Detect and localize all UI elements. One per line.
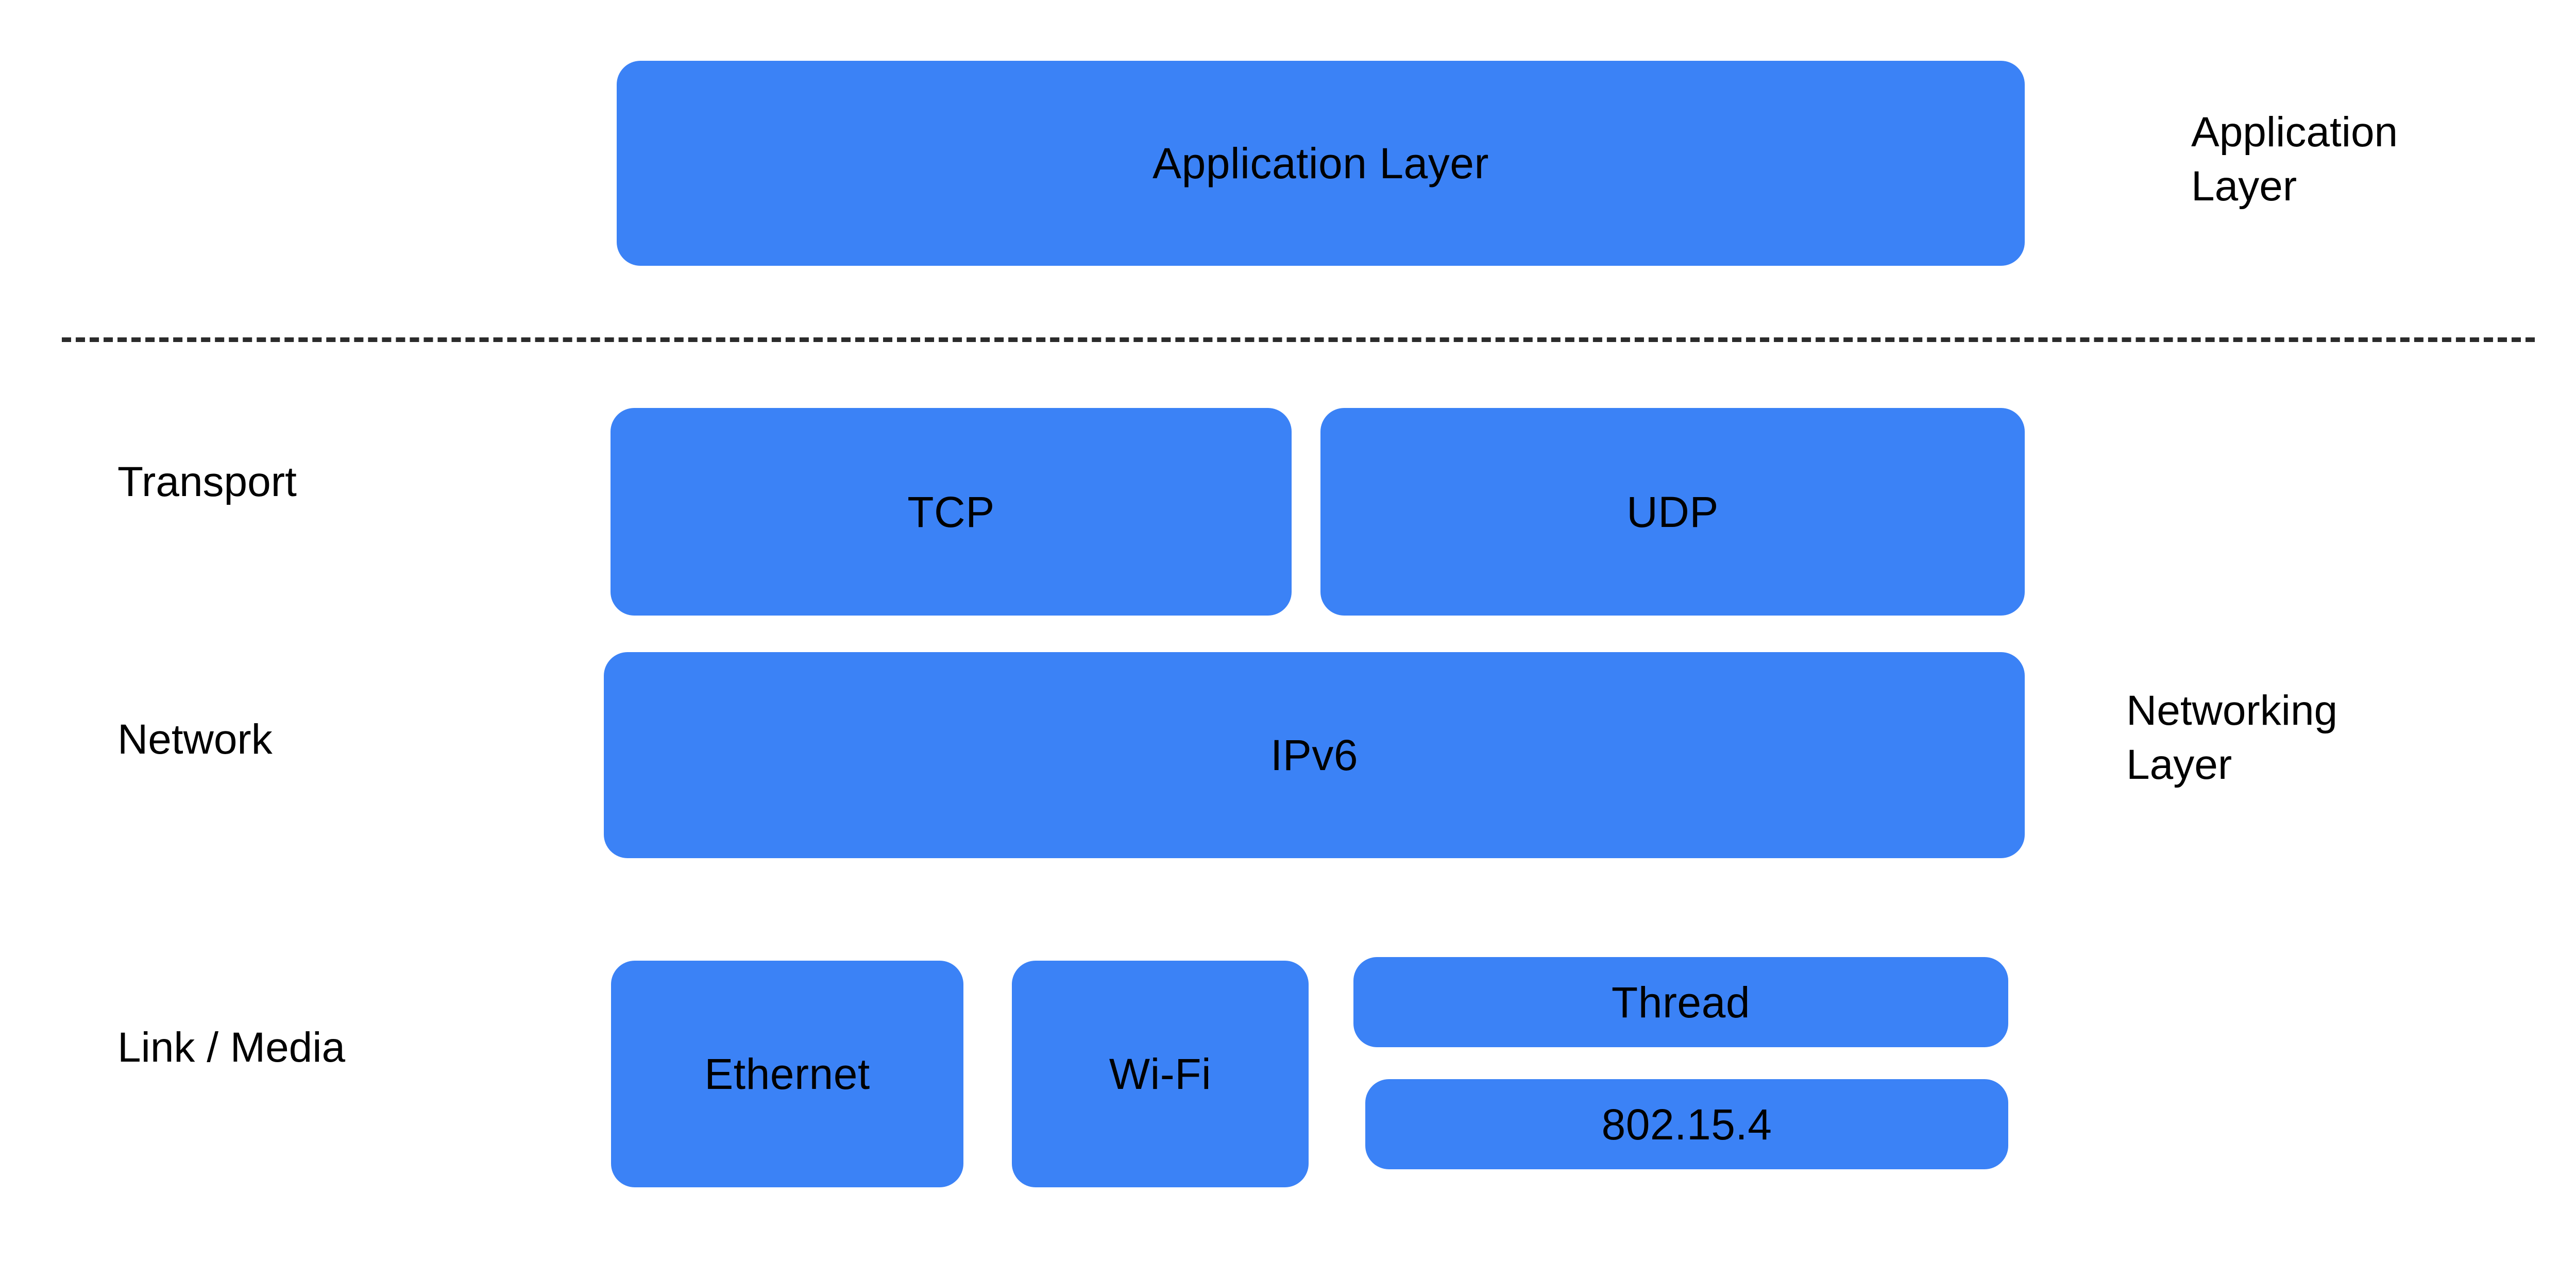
group-label-application-line2: Layer [2191, 162, 2297, 210]
box-thread-label: Thread [1611, 978, 1751, 1027]
group-label-networking-line1: Networking [2126, 687, 2338, 734]
row-label-network: Network [117, 716, 273, 763]
group-label-networking-line2: Layer [2126, 741, 2232, 788]
group-label-networking-layer: Networking Layer [2126, 684, 2518, 792]
box-ipv6-label: IPv6 [1270, 731, 1359, 779]
box-ieee-802-15-4-label: 802.15.4 [1601, 1100, 1772, 1149]
box-tcp[interactable]: TCP [611, 408, 1292, 616]
box-wifi[interactable]: Wi-Fi [1012, 961, 1309, 1187]
box-ethernet-label: Ethernet [704, 1050, 870, 1098]
box-ethernet[interactable]: Ethernet [611, 961, 963, 1187]
box-application-layer-label: Application Layer [1153, 139, 1489, 187]
row-label-transport: Transport [117, 458, 297, 505]
layer-divider-dashed-line [62, 337, 2535, 342]
box-ipv6[interactable]: IPv6 [604, 652, 2025, 858]
box-udp-label: UDP [1626, 487, 1719, 536]
group-label-application-layer: Application Layer [2191, 106, 2576, 214]
group-label-application-line1: Application [2191, 109, 2398, 156]
box-tcp-label: TCP [907, 487, 995, 536]
box-ieee-802-15-4[interactable]: 802.15.4 [1365, 1079, 2008, 1169]
box-wifi-label: Wi-Fi [1109, 1050, 1212, 1098]
box-application-layer[interactable]: Application Layer [617, 61, 2025, 266]
box-thread[interactable]: Thread [1353, 957, 2008, 1047]
box-udp[interactable]: UDP [1320, 408, 2025, 616]
row-label-link-media: Link / Media [117, 1024, 346, 1071]
